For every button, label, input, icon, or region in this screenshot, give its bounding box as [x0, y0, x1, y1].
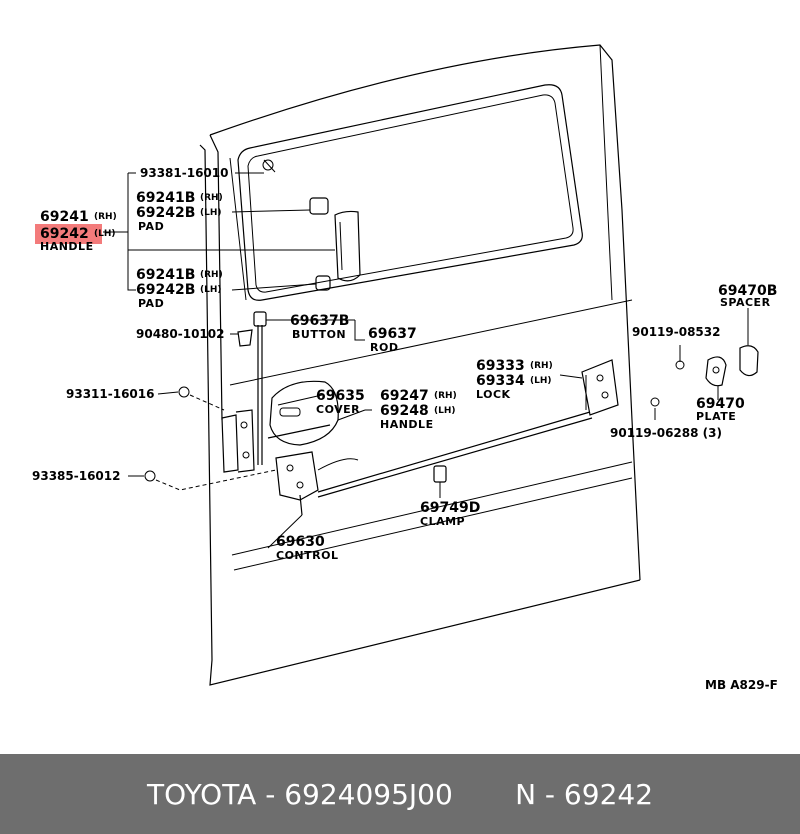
label-spacer: SPACER [720, 296, 771, 309]
outer-handle-assembly [262, 159, 361, 291]
label-69242b-bot: 69242B [136, 282, 195, 298]
label-pad-bot: PAD [138, 297, 164, 310]
inner-handle-assembly [267, 380, 339, 446]
label-pad-top: PAD [138, 220, 164, 233]
label-69241b-bot: 69241B [136, 267, 195, 283]
label-lh-5: (LH) [530, 376, 552, 386]
label-lh-2: (LH) [94, 229, 116, 239]
striker-parts [650, 345, 759, 407]
label-lh-4: (LH) [434, 406, 456, 416]
label-lock: LOCK [476, 388, 511, 401]
label-69334: 69334 [476, 373, 525, 389]
label-control: CONTROL [276, 549, 338, 562]
label-93385-16012: 93385-16012 [32, 469, 120, 483]
label-rh-2: (RH) [94, 212, 117, 222]
label-69241b-top: 69241B [136, 190, 195, 206]
label-plate: PLATE [696, 410, 736, 423]
label-69635: 69635 [316, 388, 365, 404]
control-assembly [275, 451, 359, 516]
label-clamp: CLAMP [420, 515, 465, 528]
lock-assembly [581, 359, 619, 416]
door-panel [199, 44, 641, 686]
label-rh-1: (RH) [200, 193, 223, 203]
label-69630: 69630 [276, 534, 325, 550]
label-69248: 69248 [380, 403, 429, 419]
part-number-footer: TOYOTA - 6924095J00 N - 69242 [0, 754, 800, 834]
label-90119-08532: 90119-08532 [632, 325, 720, 339]
label-90480-10102: 90480-10102 [136, 327, 224, 341]
rod-assembly [237, 311, 267, 465]
hinge-bracket [144, 386, 255, 482]
label-93311-16016: 93311-16016 [66, 387, 154, 401]
label-rh-3: (RH) [200, 270, 223, 280]
label-90119-06288: 90119-06288 (3) [610, 426, 722, 440]
label-handle-inner: HANDLE [380, 418, 434, 431]
footer-text: TOYOTA - 6924095J00 N - 69242 [146, 777, 654, 811]
label-69241: 69241 [40, 209, 89, 225]
label-69749d: 69749D [420, 500, 480, 516]
label-button: BUTTON [292, 328, 346, 341]
label-rh-5: (RH) [530, 361, 553, 371]
label-lh-1: (LH) [200, 208, 222, 218]
label-69333: 69333 [476, 358, 525, 374]
label-93381-16010: 93381-16010 [140, 166, 228, 180]
leader-lines [103, 172, 749, 549]
label-handle-main: HANDLE [40, 240, 94, 253]
label-rh-4: (RH) [434, 391, 457, 401]
label-cover: COVER [316, 403, 360, 416]
label-69242b-top: 69242B [136, 205, 195, 221]
highlight-box [35, 224, 102, 244]
callout-labels: 93381-16010 69241B (RH) 69242B (LH) PAD … [32, 166, 778, 692]
label-rod: ROD [370, 341, 398, 354]
label-69470: 69470 [696, 396, 745, 412]
label-69247: 69247 [380, 388, 429, 404]
window-frame [229, 84, 583, 301]
label-69637b: 69637B [290, 313, 349, 329]
label-69637: 69637 [368, 326, 417, 342]
label-69242: 69242 [40, 226, 89, 242]
cable [317, 411, 593, 498]
label-reference-code: MB A829-F [705, 678, 778, 692]
label-lh-3: (LH) [200, 285, 222, 295]
label-69470b: 69470B [718, 283, 777, 299]
parts-diagram: 93381-16010 69241B (RH) 69242B (LH) PAD … [32, 44, 778, 692]
